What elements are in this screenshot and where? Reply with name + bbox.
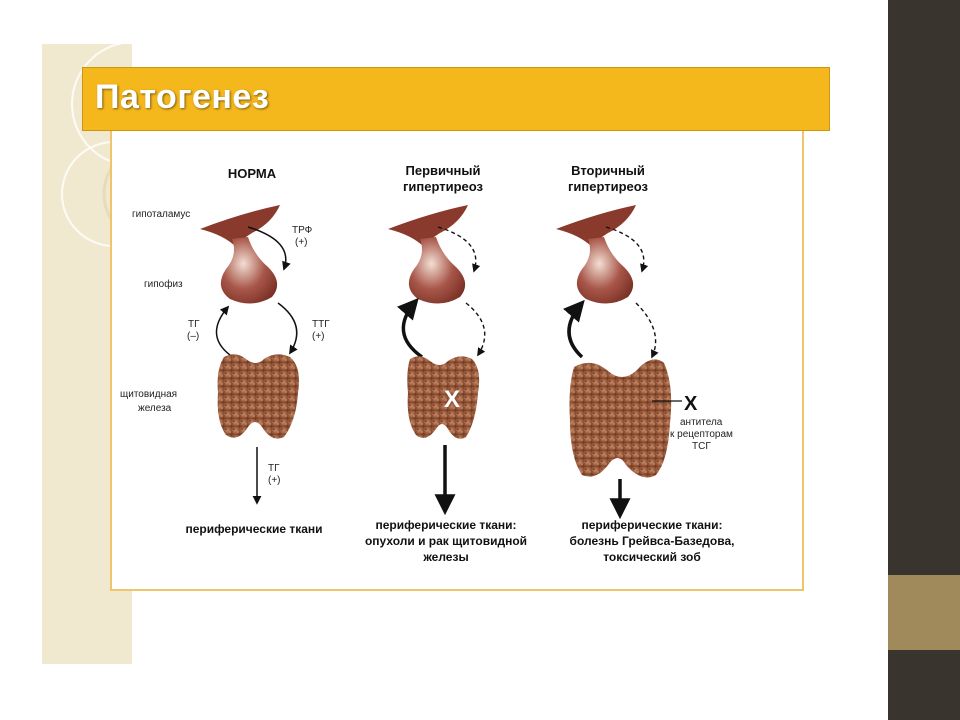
right-decorative-band: [888, 0, 960, 575]
label-thyroid-1: щитовидная: [120, 389, 177, 400]
caption-norm-1: периферические ткани: [185, 522, 322, 536]
ttg-arrow-suppressed-secondary: [635, 302, 659, 359]
caption-secondary-2: болезнь Грейвса-Базедова,: [570, 534, 735, 548]
label-thyroid-2: железа: [138, 403, 172, 414]
tg-negative-feedback-arrow: [215, 305, 231, 356]
caption-primary-2: опухоли и рак щитовидной: [365, 534, 527, 548]
ttg-arrow: [277, 302, 298, 355]
trf-arrow: [247, 226, 291, 271]
caption-primary-3: железы: [422, 550, 468, 564]
trf-arrow-suppressed-primary: [437, 226, 481, 273]
hypothalamus-shape-norm: [200, 205, 280, 247]
hypothalamus-shape-primary: [388, 205, 468, 247]
column-header-secondary-2: гипертиреоз: [568, 179, 649, 194]
label-tg-neg-1: ТГ: [188, 319, 200, 330]
pathogenesis-figure: НОРМА гипоталамус гипофиз щитовидная жел…: [110, 131, 804, 591]
thyroid-gland-enlarged-secondary: [569, 359, 672, 478]
label-antibody-2: к рецепторам: [670, 429, 733, 440]
tg-strong-feedback-arrow-secondary: [563, 299, 585, 359]
slide-title: Патогенез: [95, 78, 270, 116]
tg-strong-feedback-arrow-primary: [397, 297, 424, 359]
label-ttg-2: (+): [312, 331, 325, 342]
label-antibody-3: ТСГ: [692, 441, 711, 452]
label-ttg-1: ТТГ: [312, 319, 330, 330]
label-pituitary: гипофиз: [144, 278, 183, 290]
label-tg-pos-1: ТГ: [268, 463, 280, 474]
label-antibody-1: антитела: [680, 417, 723, 428]
pathogenesis-diagram: НОРМА гипоталамус гипофиз щитовидная жел…: [120, 163, 735, 564]
pituitary-shape-norm: [220, 237, 278, 304]
label-tg-neg-2: (–): [187, 331, 199, 342]
right-decorative-band-bottom: [888, 650, 960, 720]
pituitary-shape-primary: [408, 237, 466, 304]
thyroid-gland-primary: [407, 356, 480, 439]
pituitary-shape-secondary: [576, 237, 634, 304]
caption-primary-1: периферические ткани:: [375, 518, 516, 532]
thyroid-gland-norm: [217, 354, 299, 439]
title-bar: Патогенез: [82, 67, 830, 131]
label-tg-pos-2: (+): [268, 475, 281, 486]
caption-secondary-3: токсический зоб: [603, 550, 701, 564]
column-header-primary-2: гипертиреоз: [403, 179, 484, 194]
trf-arrow-suppressed-secondary: [605, 226, 649, 273]
label-trf-1: ТРФ: [292, 225, 313, 236]
ttg-arrow-suppressed-primary: [465, 302, 486, 357]
column-header-norm: НОРМА: [228, 166, 277, 181]
column-header-primary-1: Первичный: [406, 163, 481, 178]
label-hypothalamus: гипоталамус: [132, 209, 190, 220]
caption-secondary-1: периферические ткани:: [581, 518, 722, 532]
x-mark-secondary: X: [684, 393, 698, 415]
x-mark-primary: X: [444, 386, 460, 413]
right-accent-band: [888, 575, 960, 650]
column-header-secondary-1: Вторичный: [571, 163, 645, 178]
label-trf-2: (+): [295, 237, 308, 248]
hypothalamus-shape-secondary: [556, 205, 636, 247]
